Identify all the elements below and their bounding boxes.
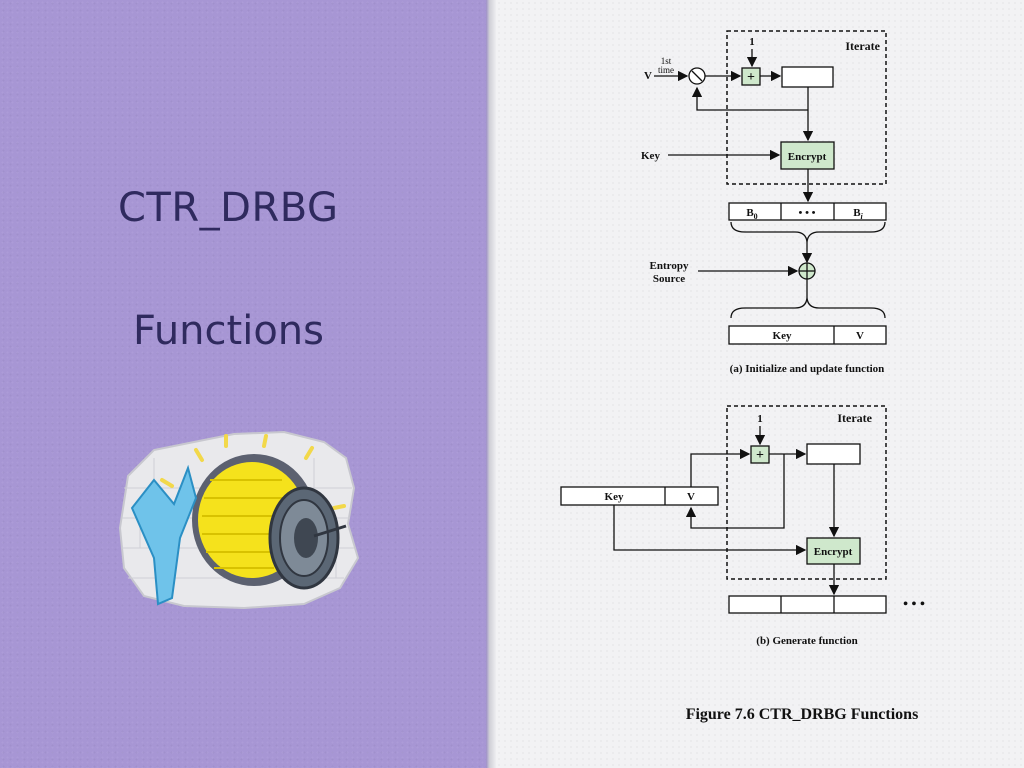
entropy-label-2: Source bbox=[653, 273, 685, 285]
state-key-b: Key bbox=[605, 491, 624, 503]
right-panel bbox=[496, 0, 1024, 768]
encrypt-block-a bbox=[780, 141, 835, 170]
block-b0: B0 bbox=[746, 207, 757, 221]
increment-input-b: 1 bbox=[757, 413, 763, 425]
iterate-box-a bbox=[726, 30, 887, 185]
caption-a: (a) Initialize and update function bbox=[730, 363, 885, 375]
encrypt-block-b bbox=[806, 537, 861, 565]
shine-lines bbox=[160, 434, 346, 510]
counter-register-a bbox=[781, 66, 834, 88]
panel-divider bbox=[486, 0, 496, 768]
svg-text:+: + bbox=[756, 448, 764, 463]
new-state-a bbox=[728, 325, 887, 345]
entropy-label-1: Entropy bbox=[650, 260, 689, 272]
increment-input-a: 1 bbox=[749, 36, 755, 48]
output-blocks-b bbox=[728, 595, 887, 614]
caption-b: (b) Generate function bbox=[756, 635, 857, 647]
part-b-generate: Iterate 1 + Key V Encrypt • • • (b) Gene… bbox=[560, 405, 925, 647]
slide-title: CTR_DRBG bbox=[118, 185, 339, 231]
vault-safe-icon bbox=[118, 430, 360, 610]
iterate-box-b bbox=[726, 405, 887, 580]
split-brace-a bbox=[730, 297, 886, 319]
concat-brace-a bbox=[730, 221, 886, 243]
open-door-panel bbox=[130, 464, 198, 606]
svg-text:+: + bbox=[747, 70, 755, 85]
block-dots: • • • bbox=[798, 207, 815, 219]
state-v-b: V bbox=[687, 491, 695, 503]
vault-handle bbox=[313, 524, 347, 538]
iterate-label-a: Iterate bbox=[845, 39, 880, 53]
counter-register-b bbox=[806, 443, 861, 465]
first-time-label-1: 1st bbox=[661, 56, 672, 66]
new-state-key: Key bbox=[773, 330, 792, 342]
part-a-initialize-update: Iterate 1 V 1st time + Key Encrypt B0 • … bbox=[641, 30, 887, 375]
figure-caption: Figure 7.6 CTR_DRBG Functions bbox=[686, 706, 919, 723]
encrypt-label-a: Encrypt bbox=[788, 151, 827, 163]
block-bi: Bi bbox=[853, 207, 863, 221]
state-box-b bbox=[560, 486, 719, 506]
v-input-label-a: V bbox=[644, 70, 652, 82]
encrypt-label-b: Encrypt bbox=[814, 546, 853, 558]
key-input-label-a: Key bbox=[641, 150, 660, 162]
first-time-label-2: time bbox=[658, 65, 674, 75]
new-state-v: V bbox=[856, 330, 864, 342]
output-blocks-a bbox=[728, 202, 887, 221]
trailing-dots-b: • • • bbox=[903, 597, 925, 612]
left-panel bbox=[0, 0, 488, 768]
slide-subtitle: Functions bbox=[133, 308, 324, 354]
iterate-label-b: Iterate bbox=[837, 411, 872, 425]
